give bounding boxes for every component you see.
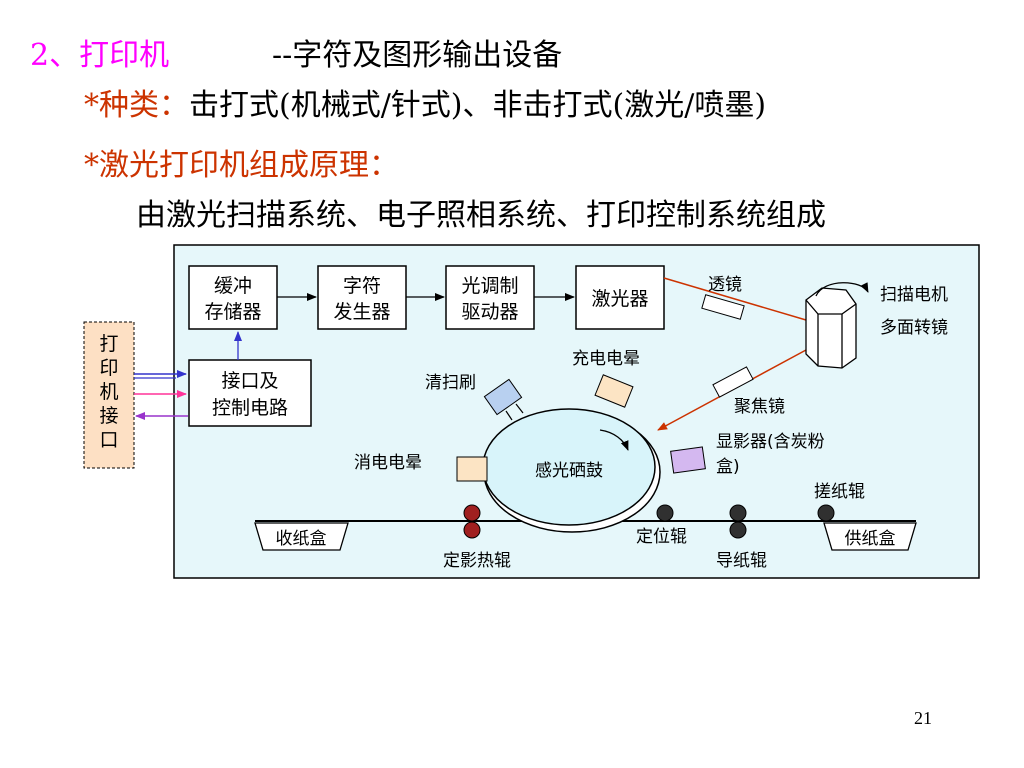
printer-interface-box <box>83 321 135 469</box>
input-tray-label: 供纸盒 <box>845 529 896 549</box>
light-mod-label-1: 光调制 <box>461 275 518 297</box>
char-gen-box <box>317 265 407 330</box>
printer-interface-char-3: 机 <box>99 381 118 403</box>
buffer-box <box>188 265 278 330</box>
pickup-roller <box>817 504 835 522</box>
focus-lens-label: 聚焦镜 <box>734 397 785 417</box>
printer-interface-char-5: 口 <box>99 429 118 451</box>
heading-number: 2、打印机 <box>30 38 170 73</box>
pickup-roller-label: 搓纸辊 <box>814 482 865 502</box>
developer-shape <box>670 446 706 474</box>
interface-control-label-1: 接口及 <box>221 370 278 392</box>
printer-interface-char-4: 接 <box>99 405 118 427</box>
guide-roller-label: 导纸辊 <box>716 551 767 571</box>
developer-label-2: 盒) <box>716 457 740 477</box>
light-mod-label-2: 驱动器 <box>461 301 518 323</box>
char-gen-label-2: 发生器 <box>333 301 390 323</box>
printer-interface-char-2: 印 <box>99 357 118 379</box>
output-tray-label: 收纸盒 <box>276 529 327 549</box>
developer-label-1: 显影器(含炭粉 <box>716 432 825 452</box>
registration-roller <box>656 504 674 522</box>
interface-control-label-2: 控制电路 <box>212 397 288 419</box>
drum-label: 感光硒鼓 <box>535 461 603 481</box>
guide-roller-bottom <box>729 521 747 539</box>
interface-control-box <box>188 359 312 427</box>
charge-corona-shape <box>594 374 634 408</box>
lens-label: 透镜 <box>708 275 742 295</box>
heading-line: 2、打印机 <box>30 38 169 74</box>
buffer-label-1: 缓冲 <box>214 275 252 297</box>
charge-corona-label: 充电电晕 <box>572 349 640 369</box>
fuser-roller-bottom <box>463 521 481 539</box>
principle-label: *激光打印机组成原理： <box>84 148 399 183</box>
composition-text: 由激光扫描系统、电子照相系统、打印控制系统组成 <box>136 198 826 233</box>
types-label: *种类： <box>84 88 189 123</box>
cleaning-brush-label: 清扫刷 <box>425 373 476 393</box>
buffer-label-2: 存储器 <box>204 301 261 323</box>
fuser-roller-label: 定影热辊 <box>443 551 511 571</box>
types-line: *种类：击打式(机械式/针式)、非击打式(激光/喷墨) <box>84 88 766 124</box>
polygon-mirror <box>805 287 857 369</box>
laser-box <box>575 265 665 330</box>
input-tray-shape <box>823 522 917 551</box>
output-tray-shape <box>254 522 349 551</box>
lens-shape <box>701 294 745 320</box>
laser-beam-1 <box>663 277 807 321</box>
discharge-corona-shape <box>456 456 488 482</box>
fuser-roller-top <box>463 504 481 522</box>
discharge-corona-label: 消电电晕 <box>354 453 422 473</box>
focus-lens-shape <box>712 366 754 398</box>
types-content: 击打式(机械式/针式)、非击打式(激光/喷墨) <box>189 88 767 123</box>
scan-motor-label-1: 扫描电机 <box>880 285 948 305</box>
cleaning-brush-shape <box>483 378 524 421</box>
light-mod-box <box>445 265 535 330</box>
scan-motor-label-2: 多面转镜 <box>880 318 948 338</box>
guide-roller-top <box>729 504 747 522</box>
rotation-arrow-icon <box>815 282 869 297</box>
page-number: 21 <box>914 708 932 728</box>
drum-rotation-arrow-icon <box>599 429 629 451</box>
laser-label: 激光器 <box>591 288 648 310</box>
char-gen-label-1: 字符 <box>343 275 381 297</box>
printer-interface-char-1: 打 <box>99 333 118 355</box>
heading-subtitle: --字符及图形输出设备 <box>272 38 563 73</box>
registration-roller-label: 定位辊 <box>636 527 687 547</box>
